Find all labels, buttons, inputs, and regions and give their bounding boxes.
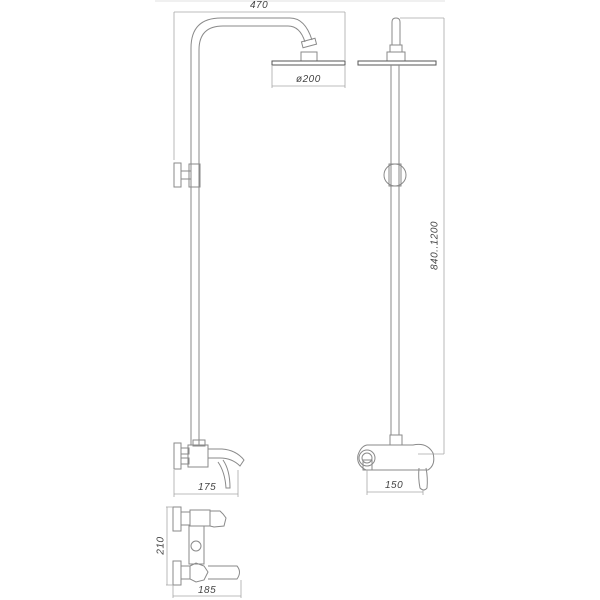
dim-label-210: 210 (155, 536, 167, 555)
diverter-knob-inner (361, 452, 373, 464)
mixer-body-front (357, 443, 435, 471)
mixer-body-side (187, 444, 209, 468)
diverter-stem (362, 459, 373, 471)
handle-side (217, 459, 231, 489)
clamp-front (388, 163, 402, 187)
front-view (357, 17, 445, 495)
riser-outer (190, 17, 313, 445)
wall-bracket-arm (180, 170, 192, 180)
lever-front (418, 467, 428, 491)
mixer-top-front (389, 434, 403, 446)
side-view (173, 11, 346, 497)
mixer-connector-top (180, 447, 190, 455)
dim-label-470: 470 (250, 0, 269, 11)
mixer-wall-flange (173, 442, 182, 470)
diverter-knob-outer (358, 449, 376, 467)
mixer-top-nut (192, 439, 206, 447)
detail-connector-bottom (180, 565, 191, 580)
head-connector (300, 51, 318, 62)
arm-top-front (391, 17, 401, 45)
detail-knob (190, 540, 202, 552)
mixer-detail-view (166, 506, 242, 598)
wall-bracket-plate (173, 162, 182, 188)
head-connector-front (386, 51, 406, 62)
detail-handle (209, 510, 227, 528)
riser-inner (198, 25, 306, 445)
bracket-front (383, 163, 407, 187)
pipe-clamp (188, 163, 201, 188)
shower-head-side (271, 60, 346, 66)
detail-diverter (189, 562, 209, 583)
dim-label-height-range: 840..1200 (429, 221, 441, 270)
dim-label-175: 175 (198, 482, 217, 493)
connector-front (389, 44, 403, 53)
detail-connector-top (180, 511, 191, 526)
detail-column (188, 525, 205, 565)
dim-label-head-diameter: ø200 (296, 74, 321, 85)
swivel-joint (300, 37, 318, 49)
detail-flange-bottom (172, 560, 182, 586)
dim-label-150: 150 (385, 480, 404, 491)
dim-label-185: 185 (198, 585, 217, 596)
detail-body-top (189, 509, 211, 527)
detail-spout (208, 565, 240, 580)
mixer-connector-bottom (180, 457, 190, 465)
detail-flange-top (172, 506, 182, 532)
shower-head-front (357, 60, 437, 66)
spout-side (208, 448, 245, 467)
